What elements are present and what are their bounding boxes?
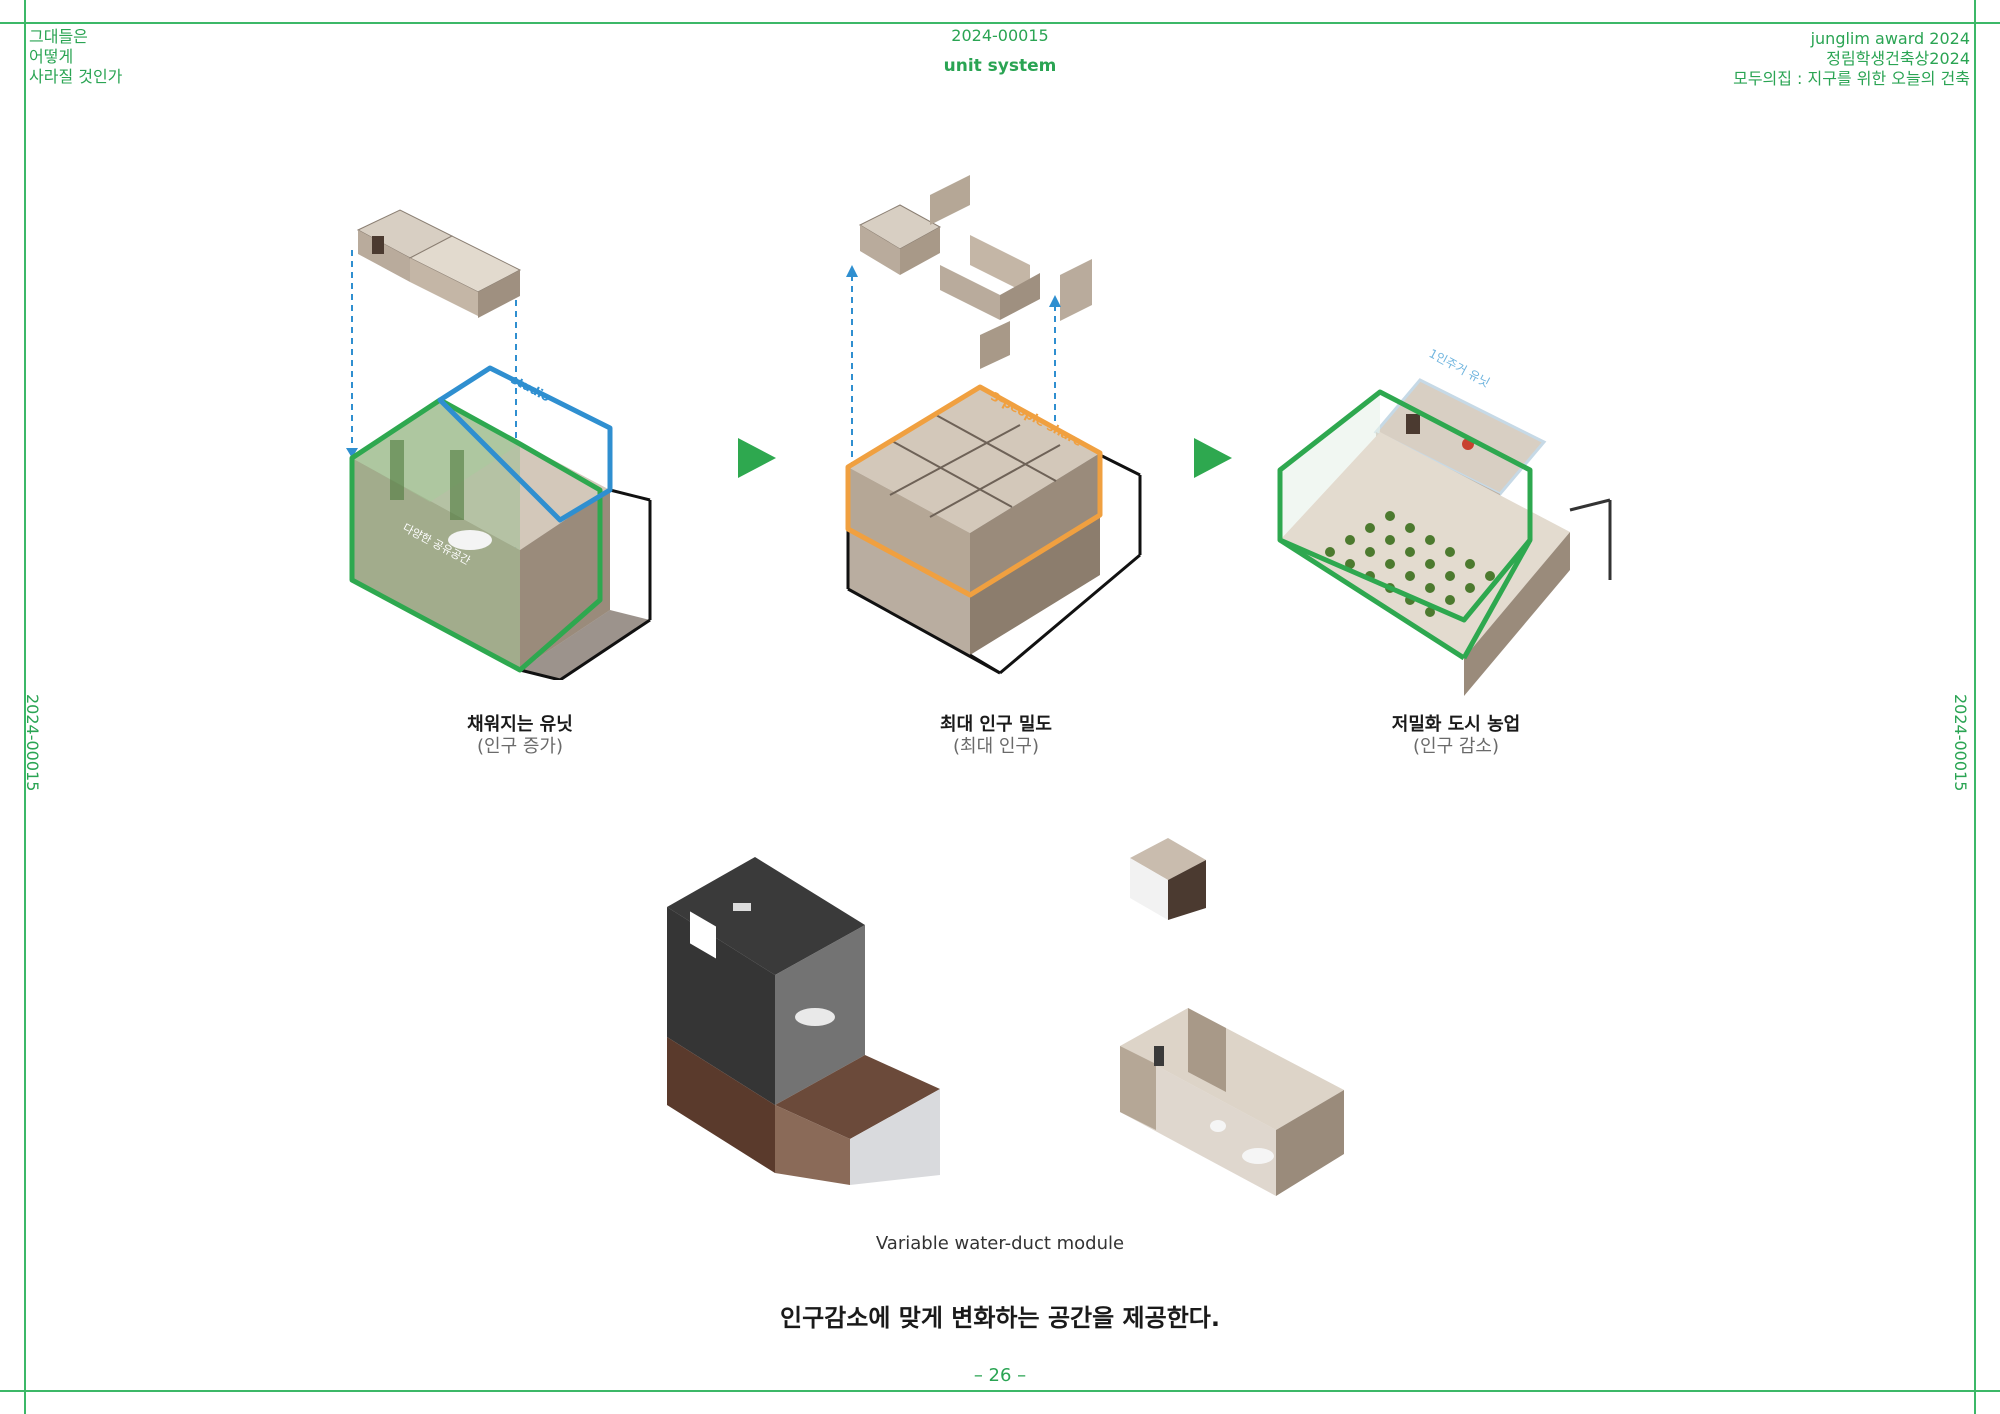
unit-room-module-illustration (1120, 1008, 1344, 1196)
arrow-right-icon (738, 438, 776, 478)
caption-main: 저밀화 도시 농업 (1391, 714, 1521, 735)
share-outline (845, 384, 1103, 598)
side-entry-id-left: 2024-00015 (23, 694, 42, 792)
header-title-line: 어떻게 (29, 47, 74, 66)
frame-top-line (0, 22, 2000, 24)
caption-sub: (인구 증가) (476, 736, 563, 757)
wall-module-small-illustration (1130, 838, 1206, 920)
diagram-urban-farming: 1인주거 유닛 (1277, 346, 1612, 696)
floating-wall-modules (858, 175, 1092, 369)
page-statement: 인구감소에 맞게 변화하는 공간을 제공한다. (780, 1304, 1220, 1332)
caption-sub: (최대 인구) (952, 736, 1039, 757)
diagram-filling-units: studio 다양한 공유공간 (346, 209, 652, 680)
caption-filling-units: 채워지는 유닛 (인구 증가) (400, 714, 640, 758)
page-number: – 26 – (973, 1365, 1027, 1386)
caption-sub: (인구 감소) (1412, 736, 1499, 757)
floating-unit-module (356, 209, 522, 318)
header-center: 2024-00015 unit system (0, 26, 2000, 76)
module-caption: Variable water-duct module (875, 1233, 1125, 1254)
side-entry-id-right: 2024-00015 (1951, 694, 1970, 792)
building-base (846, 387, 1142, 675)
frame-left-line (24, 0, 26, 1414)
header-project-title: 그대들은 어떻게 사라질 것인가 (29, 27, 122, 87)
caption-max-density: 최대 인구 밀도 (최대 인구) (876, 714, 1116, 758)
frame-right-line (1974, 0, 1976, 1414)
header-award-info: junglim award 2024 정림학생건축상2024 모두의집 : 지구… (1733, 29, 1970, 89)
caption-urban-farming: 저밀화 도시 농업 (인구 감소) (1336, 714, 1576, 758)
header-entry-id: 2024-00015 (951, 26, 1049, 45)
header-award-line: 정림학생건축상2024 (1826, 49, 1970, 68)
single-unit-label: 1인주거 유닛 (1427, 346, 1492, 390)
shared-space-volume (349, 397, 603, 673)
studio-outline (437, 365, 613, 523)
bathroom-module-illustration (667, 857, 940, 1185)
building-base (352, 400, 652, 680)
caption-main: 최대 인구 밀도 (940, 714, 1052, 735)
caption-main: 채워지는 유닛 (467, 714, 573, 735)
header-title-line: 사라질 것인가 (29, 67, 123, 86)
header-award-line: 모두의집 : 지구를 위한 오늘의 건축 (1733, 69, 1970, 88)
header-section-title: unit system (943, 56, 1057, 76)
room-grid (889, 414, 1061, 518)
frame-bottom-line (0, 1390, 2000, 1392)
header-title-line: 그대들은 (29, 27, 88, 46)
diagram-max-density: 3-people share (845, 175, 1142, 675)
arrow-right-icon (1194, 438, 1232, 478)
header-award-line: junglim award 2024 (1810, 29, 1970, 48)
